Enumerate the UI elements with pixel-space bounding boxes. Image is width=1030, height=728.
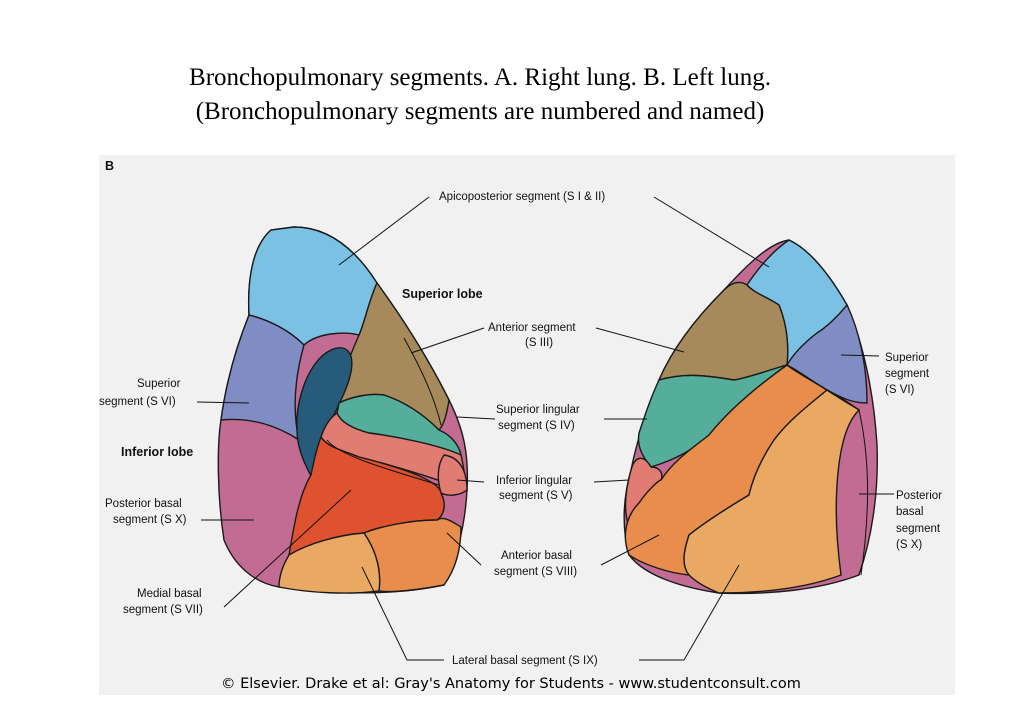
label-superior-right-line1: Superior xyxy=(885,352,929,364)
lung-diagram-figure: B Apicoposterior segment (S I & II) Supe… xyxy=(99,155,955,695)
panel-letter: B xyxy=(105,159,114,173)
left-lingular-tip xyxy=(437,454,468,496)
figure-title-line-2: (Bronchopulmonary segments are numbered … xyxy=(195,98,765,125)
label-inferior-lobe: Inferior lobe xyxy=(121,445,193,459)
segment-labels: B Apicoposterior segment (S I & II) Supe… xyxy=(99,159,942,692)
label-superior-lingular-line2: segment (S IV) xyxy=(498,420,575,432)
leader-lines xyxy=(196,196,894,661)
label-posterior-basal-left-line2: segment (S X) xyxy=(113,514,187,526)
label-superior-right-line3: (S VI) xyxy=(885,384,915,396)
label-medial-basal-line1: Medial basal xyxy=(137,588,202,600)
copyright-notice: © Elsevier. Drake et al: Gray's Anatomy … xyxy=(221,676,801,692)
right-lung-lateral-view xyxy=(623,239,878,595)
left-lung-medial-view xyxy=(217,226,469,594)
right-lateral-basal-segment xyxy=(683,389,861,594)
figure-title-line-1: Bronchopulmonary segments. A. Right lung… xyxy=(189,64,771,91)
left-lateral-basal-segment xyxy=(278,532,381,594)
left-bronchus-line xyxy=(403,337,442,426)
label-medial-basal-line2: segment (S VII) xyxy=(123,604,203,616)
label-inferior-lingular-line2: segment (S V) xyxy=(499,490,573,502)
label-posterior-basal-right-line2: basal xyxy=(896,506,924,518)
left-anterior-basal-segment xyxy=(362,517,462,593)
label-posterior-basal-left-line1: Posterior basal xyxy=(105,498,182,510)
right-posterior-basal-border xyxy=(858,409,869,576)
label-superior-left-line1: Superior xyxy=(137,378,181,390)
label-superior-lobe: Superior lobe xyxy=(402,287,483,301)
left-fissure-line xyxy=(326,439,440,486)
label-anterior-basal-line1: Anterior basal xyxy=(501,550,572,562)
label-posterior-basal-right-line3: segment xyxy=(896,523,941,535)
right-oblique-fissure xyxy=(786,364,860,411)
label-anterior-line1: Anterior segment xyxy=(488,322,576,334)
label-superior-left-line2: segment (S VI) xyxy=(99,396,176,408)
label-anterior-line2: (S III) xyxy=(525,337,553,349)
label-inferior-lingular-line1: Inferior lingular xyxy=(496,475,572,487)
label-superior-right-line2: segment xyxy=(885,368,930,380)
lung-segments-diagram: B Apicoposterior segment (S I & II) Supe… xyxy=(99,159,942,692)
label-superior-lingular-line1: Superior lingular xyxy=(496,404,580,416)
label-anterior-basal-line2: segment (S VIII) xyxy=(494,566,577,578)
label-posterior-basal-right-line1: Posterior xyxy=(896,490,942,502)
label-posterior-basal-right-line4: (S X) xyxy=(896,539,922,551)
label-lateral-basal: Lateral basal segment (S IX) xyxy=(452,655,598,667)
label-apicoposterior: Apicoposterior segment (S I & II) xyxy=(439,191,605,203)
